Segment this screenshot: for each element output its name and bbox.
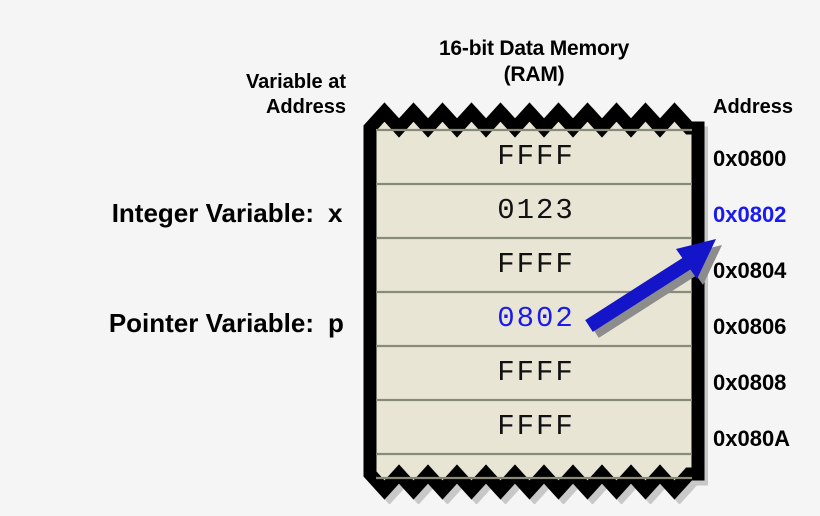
ram-memory-block: FFFF 0123 FFFF 0802 FFFF FFFF [360, 98, 708, 504]
ram-chip-shape [360, 98, 708, 504]
memory-cell-value-1: 0123 [497, 194, 575, 227]
memory-address-3: 0x0806 [713, 314, 787, 339]
memory-address-0: 0x0800 [713, 146, 787, 171]
memory-address-4: 0x0808 [713, 370, 787, 395]
memory-cell-value-0: FFFF [497, 140, 575, 173]
memory-cell-values: FFFF 0123 FFFF 0802 FFFF FFFF [370, 130, 702, 478]
memory-cell-value-4: FFFF [497, 356, 575, 389]
diagram-title: 16-bit Data Memory (RAM) [362, 36, 706, 88]
variable-at-address-header: Variable at Address [126, 70, 346, 120]
memory-cell-value-5: FFFF [497, 410, 575, 443]
variable-at-address-header-line-2: Address [265, 96, 346, 118]
integer-variable-label: Integer Variable: x [112, 198, 354, 229]
memory-address-1: 0x0802 [713, 202, 787, 227]
memory-address-5: 0x080A [713, 426, 791, 451]
pointer-variable-name: p [328, 308, 344, 338]
memory-cell-dividers [376, 128, 692, 480]
integer-variable-label-text: Integer Variable: [111, 198, 314, 228]
integer-variable-name: x [328, 198, 343, 228]
address-column-header: Address [713, 96, 794, 118]
pointer-variable-label-text: Pointer Variable: [108, 308, 314, 338]
diagram-title-line-1: 16-bit Data Memory [438, 37, 630, 60]
diagram-title-line-2: (RAM) [503, 63, 565, 86]
pointer-variable-label: Pointer Variable: p [109, 308, 354, 339]
memory-cell-value-3: 0802 [497, 302, 575, 335]
variable-at-address-header-line-1: Variable at [245, 71, 346, 93]
memory-cell-value-2: FFFF [497, 248, 575, 281]
memory-address-2: 0x0804 [713, 258, 787, 283]
